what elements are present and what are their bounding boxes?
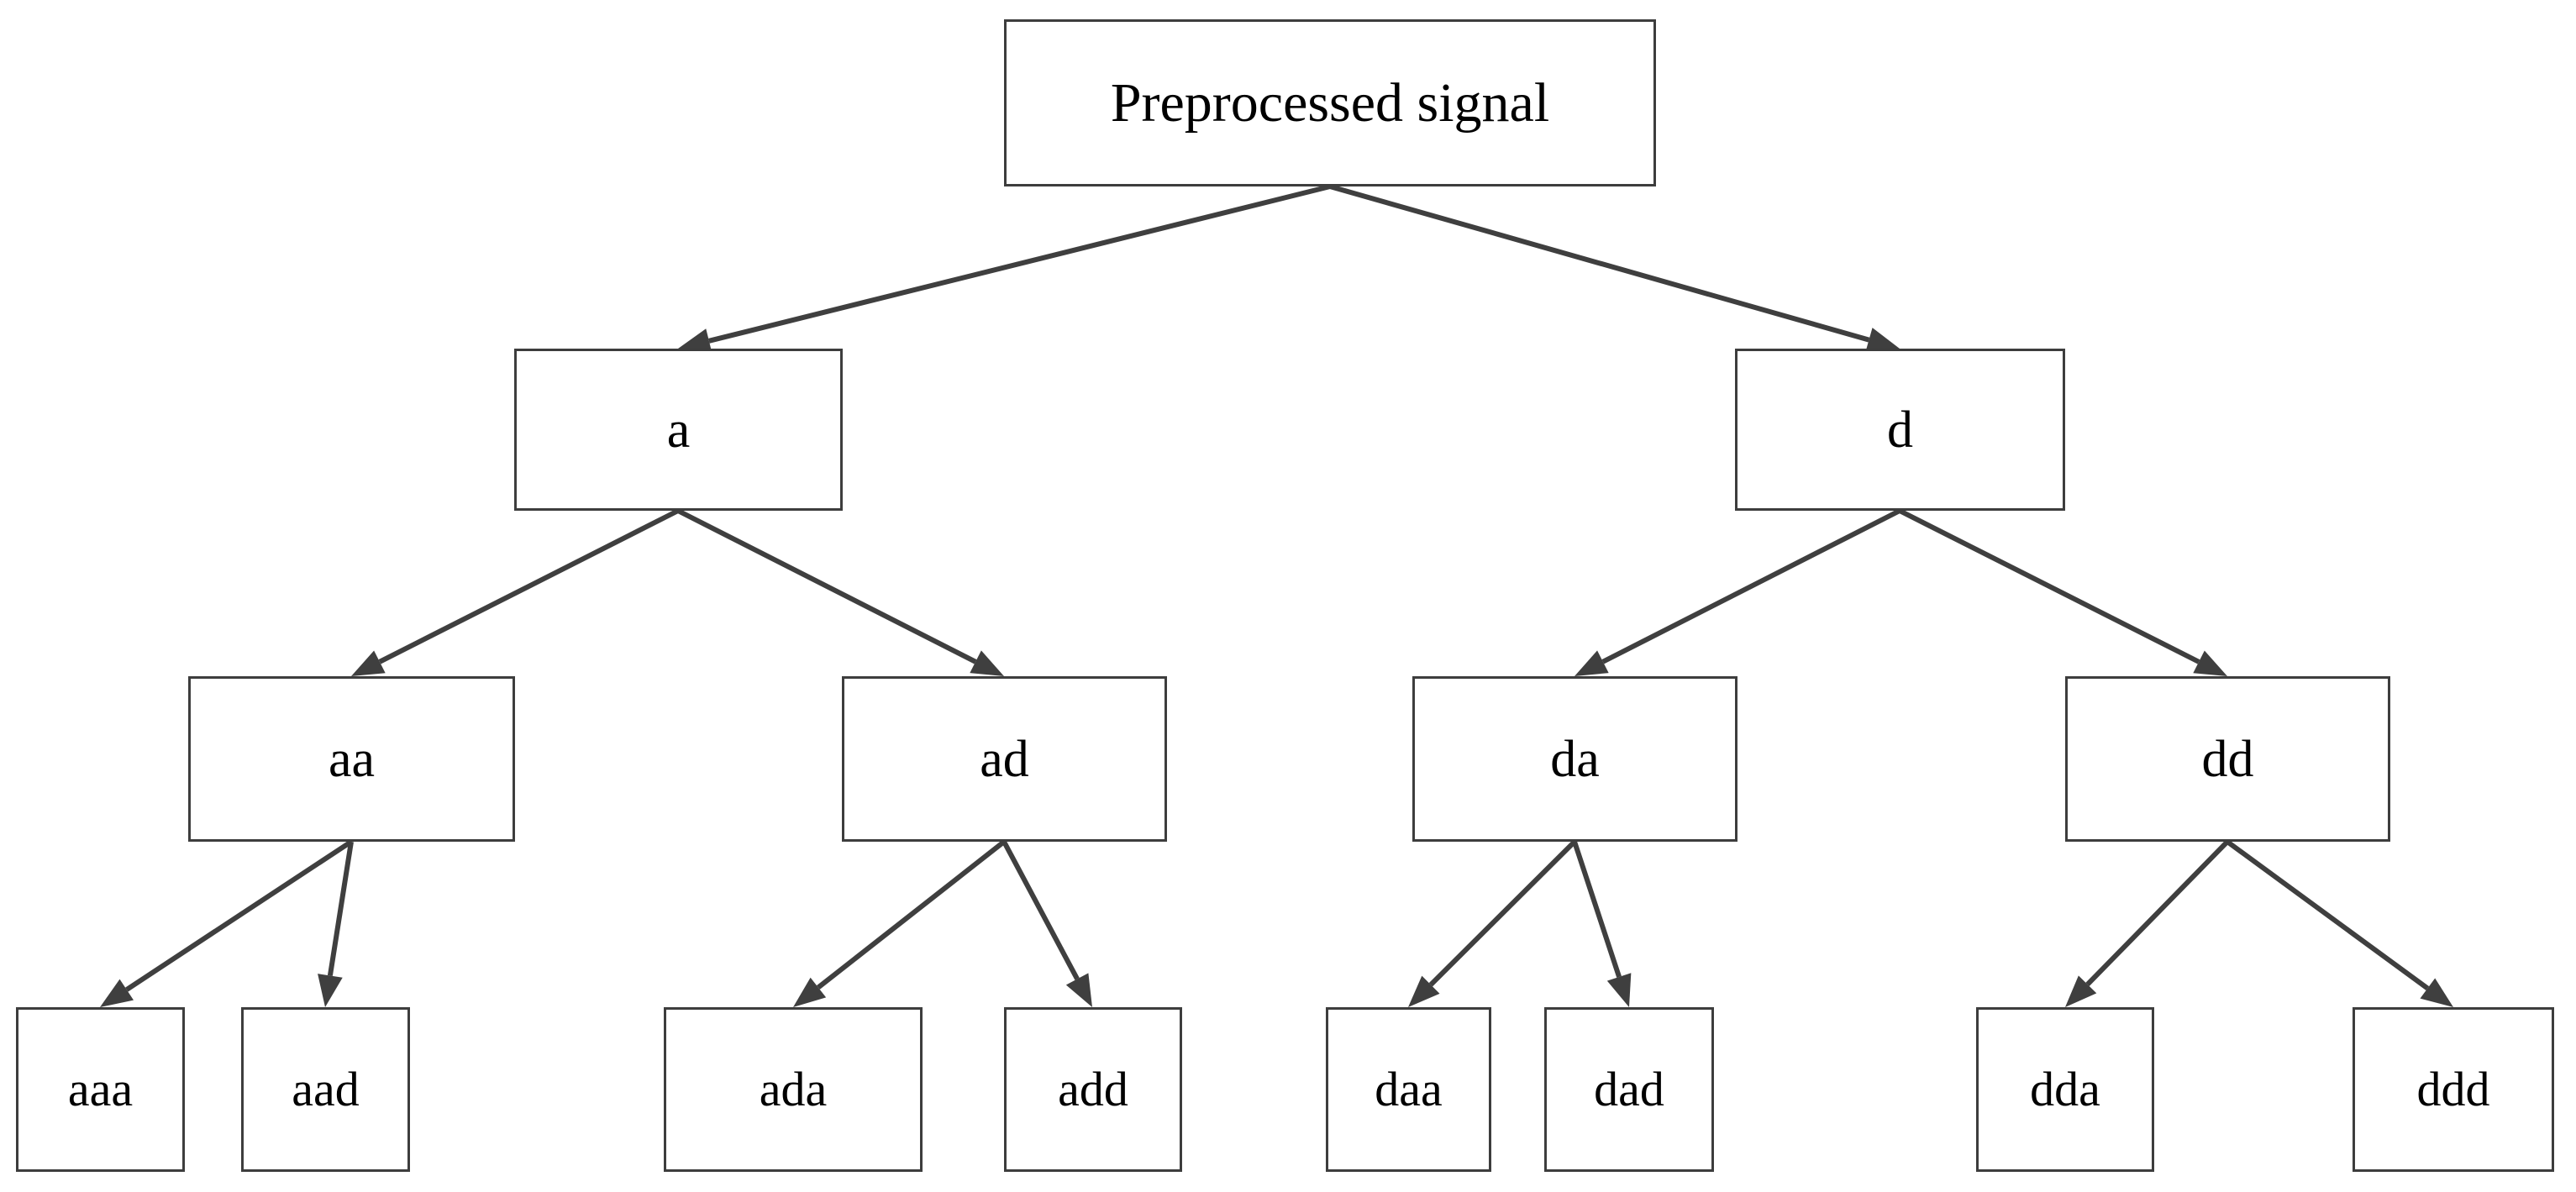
tree-edge-root-to-a xyxy=(678,184,1331,354)
tree-node-root[interactable]: Preprocessed signal xyxy=(1004,19,1656,186)
edge-arrowhead-icon xyxy=(2420,978,2453,1007)
edge-line xyxy=(1428,839,1577,987)
edge-arrowhead-icon xyxy=(1606,973,1632,1007)
tree-node-label-a: a xyxy=(666,401,691,459)
tree-node-label-root: Preprocessed signal xyxy=(1110,71,1550,134)
tree-node-label-dda: dda xyxy=(2030,1062,2100,1116)
tree-node-add[interactable]: add xyxy=(1004,1007,1182,1172)
edge-arrowhead-icon xyxy=(1575,650,1609,676)
tree-edge-da-to-dad xyxy=(1572,841,1632,1007)
edge-line xyxy=(2226,839,2430,990)
tree-node-label-ada: ada xyxy=(759,1062,828,1116)
tree-node-label-aa: aa xyxy=(328,730,376,788)
tree-edge-root-to-d xyxy=(1329,184,1900,353)
tree-edge-a-to-aa xyxy=(351,508,680,676)
tree-node-d[interactable]: d xyxy=(1735,349,2065,511)
edge-arrowhead-icon xyxy=(2193,650,2227,676)
edge-line xyxy=(2085,839,2230,986)
edge-line xyxy=(1601,508,1901,664)
edge-arrowhead-icon xyxy=(1408,975,1440,1007)
tree-node-label-da: da xyxy=(1550,730,1600,788)
tree-node-label-d: d xyxy=(1887,401,1913,459)
edge-line xyxy=(1001,840,1080,980)
tree-node-label-daa: daa xyxy=(1375,1062,1443,1116)
tree-node-label-aaa: aaa xyxy=(67,1062,134,1116)
edge-arrowhead-icon xyxy=(793,977,827,1007)
edge-arrowhead-icon xyxy=(351,650,386,676)
tree-node-daa[interactable]: daa xyxy=(1326,1007,1491,1172)
edge-line xyxy=(125,839,353,992)
tree-node-label-dad: dad xyxy=(1594,1062,1664,1116)
tree-node-dd[interactable]: dd xyxy=(2065,676,2390,842)
tree-edge-ad-to-add xyxy=(1001,840,1092,1007)
tree-node-da[interactable]: da xyxy=(1412,676,1737,842)
edge-line xyxy=(378,508,680,664)
tree-node-a[interactable]: a xyxy=(514,349,843,511)
edge-line xyxy=(817,839,1006,990)
edge-line xyxy=(1572,841,1622,978)
tree-edge-ad-to-ada xyxy=(793,839,1006,1007)
edge-arrowhead-icon xyxy=(2065,975,2097,1007)
tree-node-label-add: add xyxy=(1058,1062,1128,1116)
tree-edge-a-to-ad xyxy=(676,508,1004,676)
tree-node-ad[interactable]: ad xyxy=(842,676,1167,842)
edge-line xyxy=(1898,508,2200,664)
tree-edge-dd-to-ddd xyxy=(2226,839,2453,1007)
edge-arrowhead-icon xyxy=(1065,973,1092,1007)
tree-edge-dd-to-dda xyxy=(2065,839,2230,1007)
edge-arrowhead-icon xyxy=(100,979,134,1007)
tree-edge-d-to-dd xyxy=(1898,508,2227,676)
tree-node-aa[interactable]: aa xyxy=(188,676,515,842)
tree-node-ada[interactable]: ada xyxy=(664,1007,923,1172)
tree-node-ddd[interactable]: ddd xyxy=(2353,1007,2554,1172)
tree-node-dad[interactable]: dad xyxy=(1544,1007,1714,1172)
tree-edge-aa-to-aad xyxy=(318,841,354,1007)
tree-node-label-ad: ad xyxy=(980,730,1029,788)
tree-node-label-ddd: ddd xyxy=(2416,1062,2490,1116)
tree-edges xyxy=(100,184,2453,1007)
edge-line xyxy=(708,184,1331,344)
tree-edge-d-to-da xyxy=(1575,508,1901,676)
edge-arrowhead-icon xyxy=(970,650,1004,676)
tree-node-aad[interactable]: aad xyxy=(241,1007,410,1172)
tree-node-aaa[interactable]: aaa xyxy=(16,1007,185,1172)
tree-edge-aa-to-aaa xyxy=(100,839,353,1007)
edge-line xyxy=(327,841,354,976)
tree-edge-da-to-daa xyxy=(1408,839,1577,1007)
tree-node-label-dd: dd xyxy=(2201,730,2254,788)
tree-node-label-aad: aad xyxy=(292,1062,360,1116)
tree-node-dda[interactable]: dda xyxy=(1976,1007,2154,1172)
edge-line xyxy=(676,508,977,664)
edge-arrowhead-icon xyxy=(318,974,343,1007)
edge-line xyxy=(1329,184,1870,343)
